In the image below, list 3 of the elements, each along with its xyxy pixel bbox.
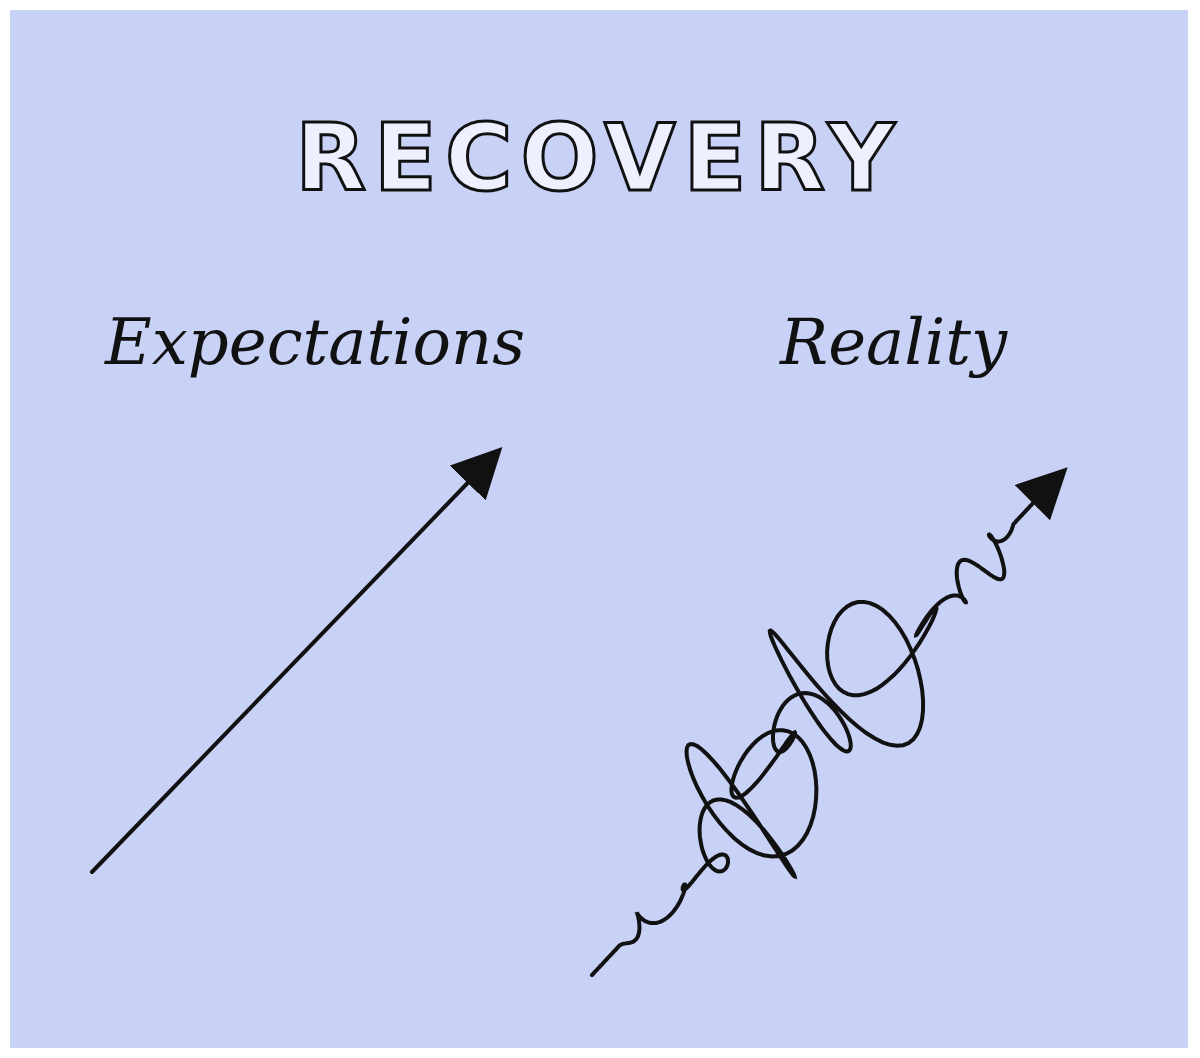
handwritten-label: Expectations <box>105 305 526 379</box>
handwritten-label: Reality <box>780 305 1008 379</box>
title: RECOVERY <box>294 105 904 212</box>
